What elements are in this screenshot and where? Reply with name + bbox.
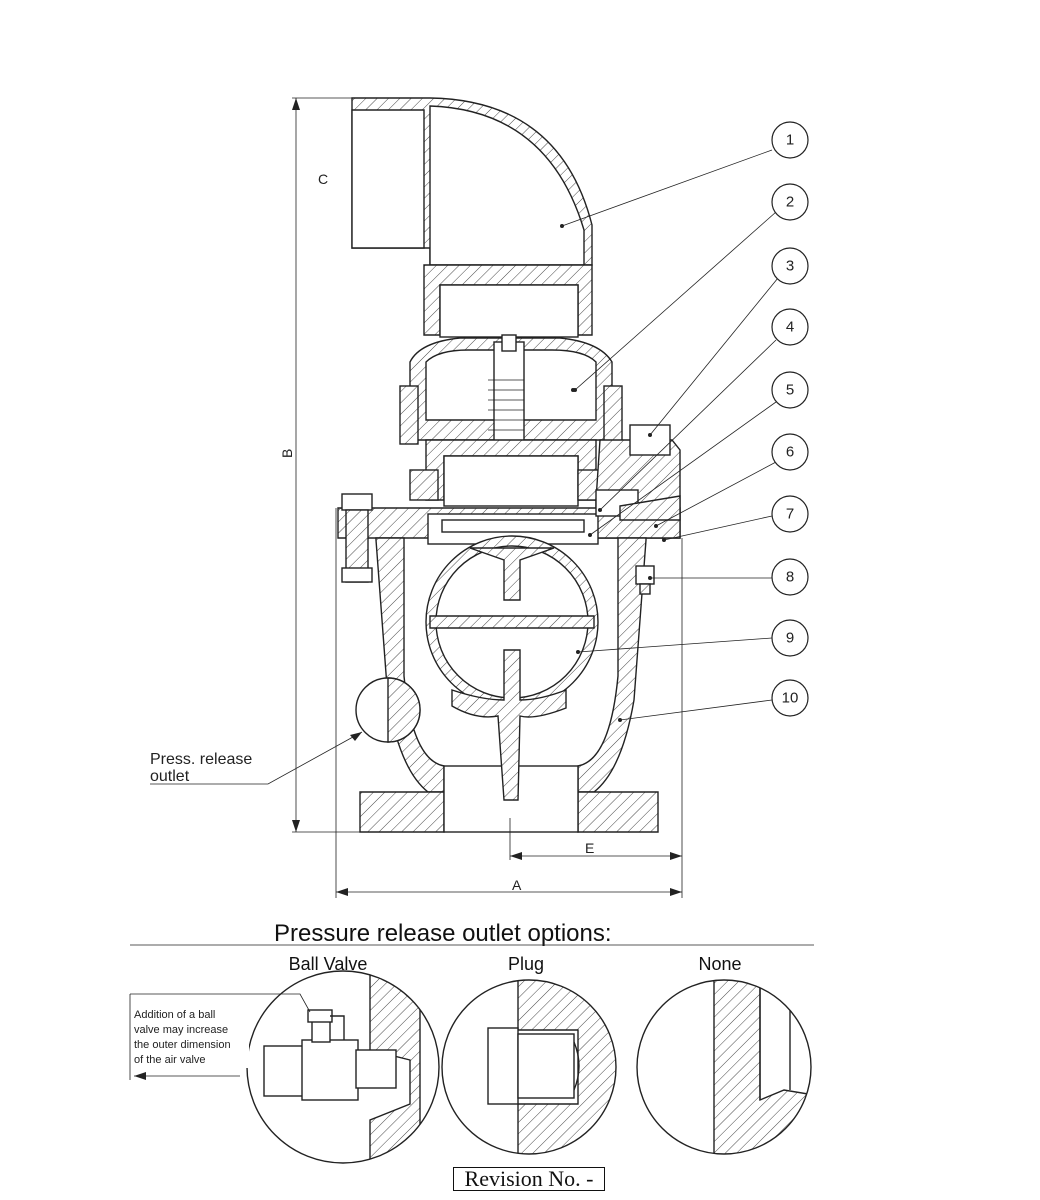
svg-text:2: 2 xyxy=(786,194,794,211)
options-title: Pressure release outlet options: xyxy=(274,920,612,947)
option-label-plug: Plug xyxy=(508,954,544,974)
ball-valve-note-line-3: the outer dimension xyxy=(134,1039,231,1051)
svg-text:7: 7 xyxy=(786,506,794,523)
press-release-callout: Press. release outlet xyxy=(150,731,363,785)
ball-valve-note-line-2: valve may increase xyxy=(134,1024,228,1036)
svg-text:3: 3 xyxy=(786,258,794,275)
svg-text:4: 4 xyxy=(786,319,794,336)
balloon-9: 9 xyxy=(771,619,809,657)
callout-line-2: outlet xyxy=(150,768,190,785)
neck xyxy=(409,439,607,507)
balloon-6: 6 xyxy=(771,433,809,471)
svg-text:6: 6 xyxy=(786,444,794,461)
elbow-cowl xyxy=(351,97,593,338)
left-bolt xyxy=(341,493,373,583)
press-release-outlet xyxy=(355,677,421,743)
valve-cross-section: C B E A Press. release outlet xyxy=(150,97,809,898)
balloon-3: 3 xyxy=(771,247,809,285)
balloon-8: 8 xyxy=(771,558,809,596)
svg-text:10: 10 xyxy=(782,690,799,707)
balloon-7: 7 xyxy=(771,495,809,533)
outlet-options-section: Pressure release outlet options: Ball Va… xyxy=(129,920,814,1164)
option-label-none: None xyxy=(698,954,741,974)
revision-number: Revision No. - xyxy=(453,1167,605,1191)
dim-label-c: C xyxy=(318,171,328,187)
balloon-2: 2 xyxy=(771,183,809,221)
none-detail xyxy=(636,979,812,1155)
ball-valve-note-line-4: of the air valve xyxy=(134,1054,206,1066)
callout-line-1: Press. release xyxy=(150,751,252,768)
dim-label-b: B xyxy=(279,449,295,458)
balloon-5: 5 xyxy=(771,371,809,409)
svg-text:8: 8 xyxy=(786,569,794,586)
balloon-10: 10 xyxy=(771,679,809,717)
ball-valve-note-line-1: Addition of a ball xyxy=(134,1009,215,1021)
float-ball xyxy=(425,535,599,801)
svg-text:9: 9 xyxy=(786,630,794,647)
balloon-1: 1 xyxy=(771,121,809,159)
dim-label-e: E xyxy=(585,840,594,856)
leader-lines xyxy=(560,149,779,722)
dimension-lines xyxy=(292,97,683,898)
balloon-4: 4 xyxy=(771,308,809,346)
upper-housing xyxy=(399,334,623,455)
svg-text:1: 1 xyxy=(786,132,794,149)
ball-valve-detail: Addition of a ball valve may increase th… xyxy=(129,970,440,1164)
option-label-ball-valve: Ball Valve xyxy=(289,954,368,974)
svg-text:5: 5 xyxy=(786,382,794,399)
plug-detail xyxy=(441,979,617,1155)
dim-label-a: A xyxy=(512,877,522,893)
